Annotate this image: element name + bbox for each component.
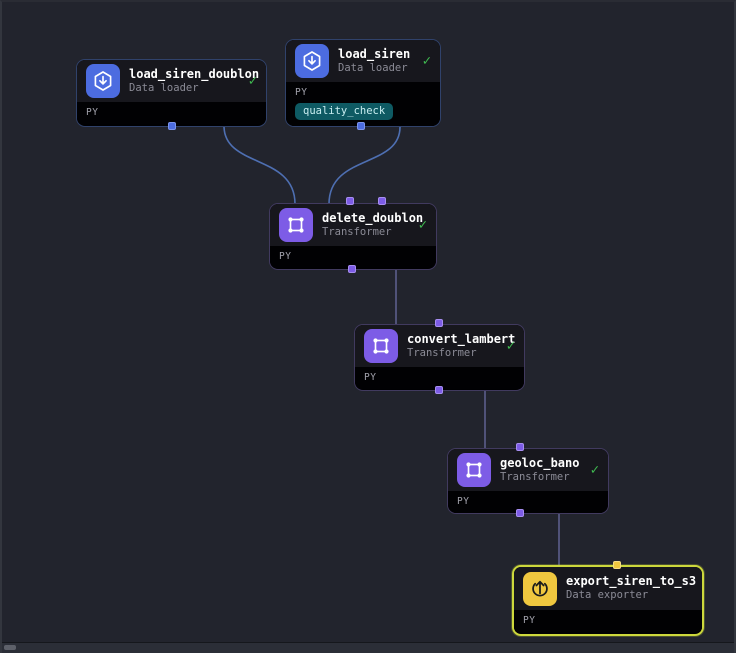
check-icon: ✓ [422, 53, 431, 69]
canvas-bottom-bar [2, 642, 734, 653]
block-footer: PY [355, 367, 524, 389]
block-footer: PY [77, 102, 266, 124]
block-title: delete_doublon [322, 210, 424, 225]
block-title: convert_lambert [407, 331, 516, 346]
data-exporter-icon [523, 571, 557, 606]
input-port-delete-doublon-2[interactable] [378, 197, 386, 205]
language-label: PY [279, 251, 292, 262]
output-port-geoloc-bano[interactable] [516, 509, 524, 517]
output-port-load-siren-doublon[interactable] [168, 122, 176, 130]
transformer-icon [364, 329, 398, 363]
block-type-label: Data loader [338, 61, 408, 74]
block-type-label: Transformer [322, 225, 392, 238]
language-label: PY [295, 87, 308, 98]
block-title: load_siren_doublon [129, 66, 260, 81]
block-node-convert-lambert[interactable]: convert_lambert Transformer ✓ PY [354, 324, 525, 391]
data-loader-icon [86, 64, 120, 98]
block-title: export_siren_to_s3 [566, 574, 697, 589]
block-node-load-siren-doublon[interactable]: load_siren_doublon Data loader ✓ PY [76, 59, 267, 127]
block-header: convert_lambert Transformer ✓ [355, 325, 524, 367]
block-type-label: Transformer [407, 346, 477, 359]
block-title: load_siren [338, 46, 411, 61]
block-footer: PY [448, 491, 608, 513]
block-header: delete_doublon Transformer ✓ [270, 204, 436, 246]
data-loader-icon [295, 44, 329, 78]
block-header: geoloc_bano Transformer ✓ [448, 449, 608, 491]
quality-check-tag: quality_check [295, 103, 394, 120]
block-footer: PY quality_check [286, 82, 440, 126]
input-port-convert-lambert[interactable] [435, 319, 443, 327]
block-header: load_siren Data loader ✓ [286, 40, 440, 82]
block-footer: PY [514, 610, 702, 632]
block-node-load-siren[interactable]: load_siren Data loader ✓ PY quality_chec… [285, 39, 441, 127]
check-icon: ✓ [248, 73, 257, 89]
edge-load-siren-doublon-to-delete-doublon [223, 125, 296, 205]
edge-load-siren-to-delete-doublon [328, 126, 401, 205]
block-node-delete-doublon[interactable]: delete_doublon Transformer ✓ PY [269, 203, 437, 270]
block-node-geoloc-bano[interactable]: geoloc_bano Transformer ✓ PY [447, 448, 609, 514]
check-icon: ✓ [418, 217, 427, 233]
output-port-convert-lambert[interactable] [435, 386, 443, 394]
check-icon: ✓ [506, 338, 515, 354]
horizontal-scrollbar-thumb[interactable] [4, 645, 16, 650]
input-port-geoloc-bano[interactable] [516, 443, 524, 451]
language-label: PY [364, 372, 377, 383]
language-label: PY [523, 615, 536, 626]
language-label: PY [457, 496, 470, 507]
transformer-icon [279, 208, 313, 242]
block-header: load_siren_doublon Data loader ✓ [77, 60, 266, 102]
language-label: PY [86, 107, 99, 118]
block-type-label: Data exporter [566, 589, 649, 602]
transformer-icon [457, 453, 491, 487]
output-port-delete-doublon[interactable] [348, 265, 356, 273]
check-icon: ✓ [590, 462, 599, 478]
input-port-export-siren-to-s3[interactable] [613, 561, 621, 569]
block-title: geoloc_bano [500, 455, 580, 470]
block-header: export_siren_to_s3 Data exporter [514, 567, 702, 610]
output-port-load-siren[interactable] [357, 122, 365, 130]
block-type-label: Data loader [129, 81, 199, 94]
block-node-export-siren-to-s3[interactable]: export_siren_to_s3 Data exporter PY [512, 565, 704, 636]
block-footer: PY [270, 246, 436, 268]
block-type-label: Transformer [500, 470, 570, 483]
input-port-delete-doublon-1[interactable] [346, 197, 354, 205]
